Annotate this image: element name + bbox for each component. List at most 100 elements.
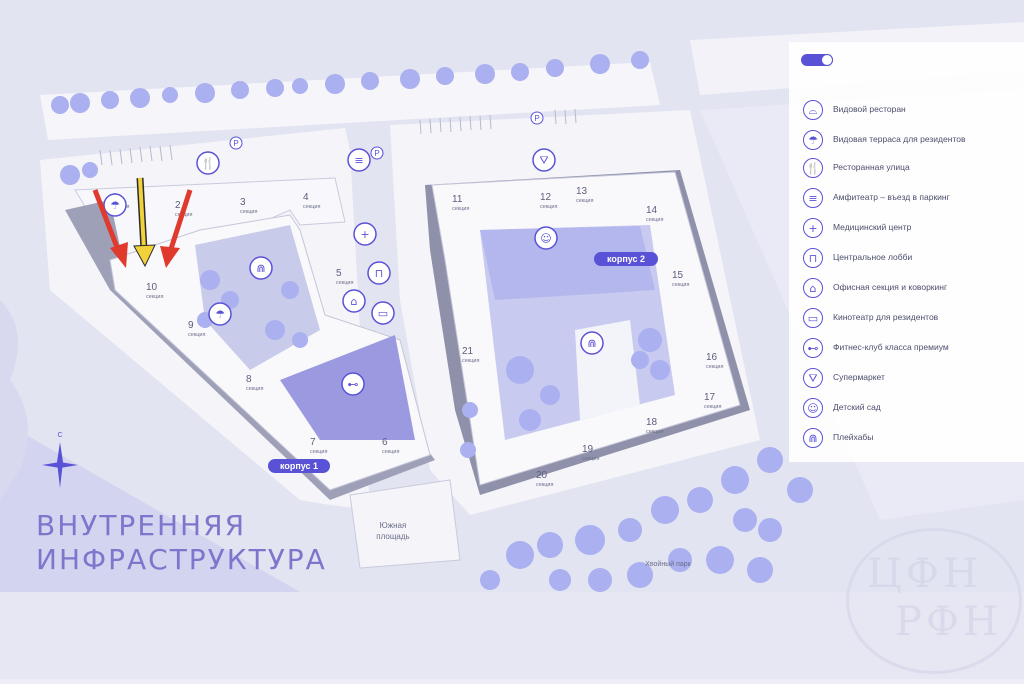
south-square bbox=[349, 479, 461, 569]
section-word: секция bbox=[303, 204, 320, 210]
page-title-line-2: ИНФРАСТРУКТУРА bbox=[36, 543, 327, 576]
parking-label: P bbox=[534, 114, 539, 123]
section-word: секция bbox=[462, 358, 479, 364]
south-square-label: площадь bbox=[376, 532, 409, 541]
legend-item: ⌂ Офисная секция и коворкинг bbox=[803, 278, 993, 298]
cloche-icon: ⌓ bbox=[803, 100, 823, 120]
legend-label: Ресторанная улица bbox=[833, 162, 910, 173]
svg-text:⌂: ⌂ bbox=[351, 295, 358, 308]
legend-label: Кинотеатр для резидентов bbox=[833, 312, 939, 323]
legend-label: Центральное лобби bbox=[833, 252, 913, 263]
section-number: 18 bbox=[646, 417, 658, 428]
section-word: секция bbox=[536, 482, 553, 488]
legend-item: + Медицинский центр bbox=[803, 218, 993, 238]
watermark-text: РФН bbox=[895, 599, 1002, 645]
south-square-label: Южная bbox=[380, 521, 407, 530]
fork-knife-icon: 🍴 bbox=[803, 158, 823, 178]
section-word: секция bbox=[246, 386, 263, 392]
medical-cross-icon: + bbox=[803, 218, 823, 238]
playground-icon: ⋒ bbox=[580, 331, 604, 355]
legend-item: ⌓ Видовой ресторан bbox=[803, 100, 993, 120]
section-number: 14 bbox=[646, 205, 658, 216]
red-arrow bbox=[92, 189, 128, 268]
legend-item: ⊷Фитнес-клуб класса премиум bbox=[803, 338, 993, 358]
legend-item: 🍴 Ресторанная улица bbox=[803, 158, 993, 178]
svg-text:⋒: ⋒ bbox=[587, 337, 596, 350]
annotation-arrows bbox=[92, 177, 193, 268]
svg-text:+: + bbox=[360, 228, 369, 241]
section-word: секция bbox=[382, 449, 399, 455]
section-number: 4 bbox=[303, 192, 309, 203]
section-word: секция bbox=[576, 198, 593, 204]
parking-badge: P bbox=[229, 136, 243, 150]
section-number: 11 bbox=[452, 194, 463, 205]
compass: С bbox=[42, 432, 78, 488]
legend-label: Супермаркет bbox=[833, 372, 885, 383]
section-number: 20 bbox=[536, 470, 548, 481]
korpus-1-badge: корпус 1 bbox=[268, 459, 330, 473]
amphitheatre-icon: ≡ bbox=[803, 188, 823, 208]
yellow-arrow bbox=[133, 177, 156, 268]
dumbbell-icon: ⊷ bbox=[803, 338, 823, 358]
section-word: секция bbox=[706, 364, 723, 370]
section-word: секция bbox=[336, 280, 353, 286]
svg-text:⛛: ⛛ bbox=[539, 154, 548, 167]
section-word: секция bbox=[704, 404, 721, 410]
parking-badge: P bbox=[370, 146, 384, 160]
terrace-umbrella-icon: ☂ bbox=[208, 302, 232, 326]
korpus-2-label: корпус 2 bbox=[607, 254, 645, 264]
section-word: секция bbox=[310, 449, 327, 455]
map-poi-icons: ☂🍴≡+⊓⌂▭⊷⛛☺⋒☂⋒ bbox=[103, 148, 604, 396]
section-number: 17 bbox=[704, 392, 716, 403]
legend-panel: ⌓Видовой ресторан☂Видовая терраса для ре… bbox=[789, 42, 1024, 462]
playground-icon: ⋒ bbox=[803, 428, 823, 448]
parking-label: P bbox=[374, 149, 379, 158]
korpus-1-label: корпус 1 bbox=[280, 461, 318, 471]
section-number: 6 bbox=[382, 437, 388, 448]
section-word: секция bbox=[646, 429, 663, 435]
legend-item: ⛛ Супермаркет bbox=[803, 368, 993, 388]
section-number: 16 bbox=[706, 352, 718, 363]
red-arrow bbox=[160, 189, 193, 268]
svg-text:▭: ▭ bbox=[378, 307, 388, 320]
legend-toggle[interactable] bbox=[801, 54, 833, 66]
svg-text:☂: ☂ bbox=[215, 308, 225, 321]
amphitheatre-icon: ≡ bbox=[347, 148, 371, 172]
section-number: 21 bbox=[462, 346, 474, 357]
legend-item: ⊓ Центральное лобби bbox=[803, 248, 993, 268]
compass-north-label: С bbox=[57, 432, 62, 439]
section-number: 9 bbox=[188, 320, 194, 331]
watermark-logo: ЦФН РФН bbox=[846, 528, 1022, 674]
legend-item: ▭ Кинотеатр для резидентов bbox=[803, 308, 993, 328]
section-word: секция bbox=[452, 206, 469, 212]
office-icon: ⌂ bbox=[803, 278, 823, 298]
medical-cross-icon: + bbox=[353, 222, 377, 246]
section-number: 3 bbox=[240, 197, 246, 208]
section-word: секция bbox=[188, 332, 205, 338]
watermark-text: ЦФН bbox=[867, 551, 982, 597]
section-word: секция bbox=[646, 217, 663, 223]
terrace-umbrella-icon: ☂ bbox=[803, 130, 823, 150]
legend-label: Офисная секция и коворкинг bbox=[833, 282, 948, 293]
section-word: секция bbox=[240, 209, 257, 215]
section-number: 2 bbox=[175, 200, 181, 211]
kindergarten-icon: ☺ bbox=[803, 398, 823, 418]
supermarket-icon: ⛛ bbox=[803, 368, 823, 388]
legend-label: Плейхабы bbox=[833, 432, 874, 443]
section-number: 12 bbox=[540, 192, 552, 203]
cinema-icon: ▭ bbox=[803, 308, 823, 328]
legend-label: Медицинский центр bbox=[833, 222, 912, 233]
section-number: 15 bbox=[672, 270, 684, 281]
section-number: 7 bbox=[310, 437, 316, 448]
legend-label: Амфитеатр – въезд в паркинг bbox=[833, 192, 950, 203]
trees bbox=[51, 51, 813, 592]
section-number: 5 bbox=[336, 268, 342, 279]
section-word: секция bbox=[540, 204, 557, 210]
parking-stripes bbox=[99, 108, 577, 166]
legend-label: Видовой ресторан bbox=[833, 104, 906, 115]
sofa-icon: ⊓ bbox=[803, 248, 823, 268]
shoreline bbox=[0, 300, 28, 500]
legend-item: ☺Детский сад bbox=[803, 398, 993, 418]
parking-badge: P bbox=[530, 111, 544, 125]
section-word: секция bbox=[146, 294, 163, 300]
